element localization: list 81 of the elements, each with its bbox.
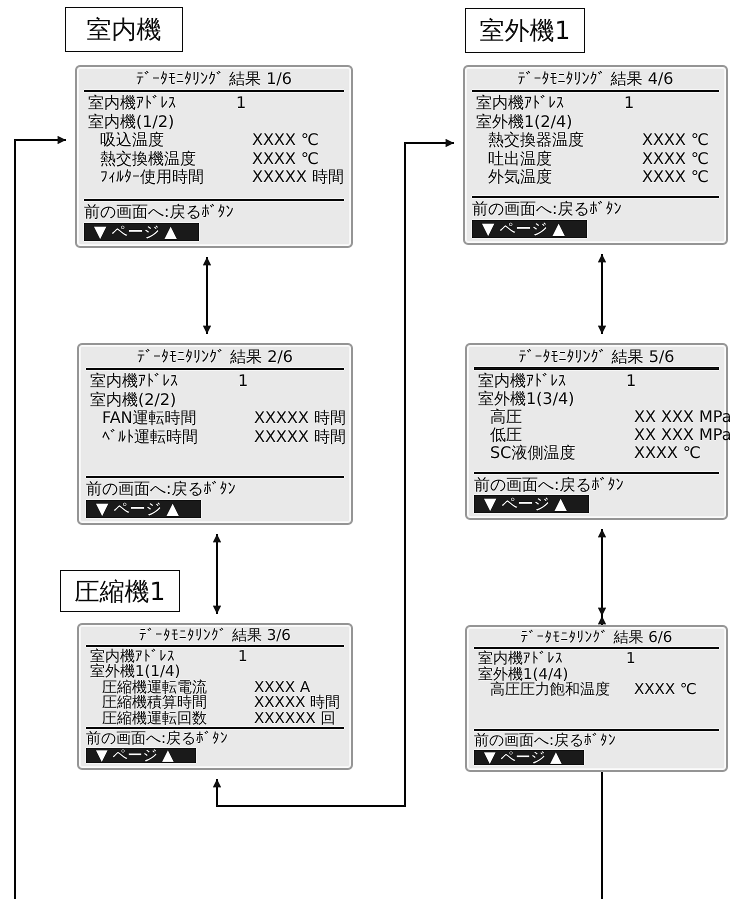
page-button: ▼ ページ ▲ <box>86 500 201 518</box>
section-heading: 室内機(1/2) <box>88 112 174 131</box>
page-button: ▼ ページ ▲ <box>86 748 196 763</box>
item-value: XX XXX MPa <box>634 426 730 444</box>
item-value: XXXX ℃ <box>634 444 701 462</box>
item-value: 1 <box>236 94 246 112</box>
footer-text: 前の画面へ:戻るﾎﾞﾀﾝ <box>474 733 618 748</box>
section-label-box: 室外機1 <box>465 8 585 53</box>
double-arrow <box>212 534 222 614</box>
section-heading: 室外機1(2/4) <box>476 112 572 131</box>
item-label: 吸込温度 <box>100 131 165 150</box>
display-screen <box>75 65 353 248</box>
item-value: 1 <box>626 372 636 390</box>
item-label: 圧縮機運転回数 <box>102 710 208 726</box>
double-arrow <box>598 254 606 334</box>
screen-title: ﾃﾞｰﾀﾓﾆﾀﾘﾝｸﾞ 結果 1/6 <box>136 70 292 88</box>
arrow <box>14 136 66 899</box>
footer-text: 前の画面へ:戻るﾎﾞﾀﾝ <box>86 731 230 746</box>
section-heading: 室外機1(4/4) <box>478 666 568 682</box>
item-label: 室内機ｱﾄﾞﾚｽ <box>90 372 179 390</box>
item-label: 室内機ｱﾄﾞﾚｽ <box>478 372 567 390</box>
page-button: ▼ ページ ▲ <box>472 220 587 238</box>
display-screen <box>77 343 353 525</box>
screen-title: ﾃﾞｰﾀﾓﾆﾀﾘﾝｸﾞ 結果 5/6 <box>518 348 674 366</box>
footer-text: 前の画面へ:戻るﾎﾞﾀﾝ <box>84 203 234 222</box>
display-screen <box>465 343 728 520</box>
item-label: 圧縮機運転電流 <box>102 680 208 695</box>
item-value: XXXXX 時間 <box>254 695 340 710</box>
item-label: FAN運転時間 <box>102 409 198 428</box>
screen-title: ﾃﾞｰﾀﾓﾆﾀﾘﾝｸﾞ 結果 6/6 <box>520 630 672 646</box>
item-label: 室内機ｱﾄﾞﾚｽ <box>478 651 564 666</box>
page-button: ▼ ページ ▲ <box>474 750 584 765</box>
screen-title: ﾃﾞｰﾀﾓﾆﾀﾘﾝｸﾞ 結果 2/6 <box>137 348 293 366</box>
item-label: ﾌｨﾙﾀｰ使用時間 <box>100 168 205 186</box>
item-value: XXXX ℃ <box>252 131 319 150</box>
item-value: XXXX ℃ <box>642 150 709 168</box>
footer-text: 前の画面へ:戻るﾎﾞﾀﾝ <box>472 200 622 218</box>
item-value: XXXX ℃ <box>252 150 319 168</box>
item-label: 高圧圧力飽和温度 <box>490 682 611 698</box>
item-value: 1 <box>238 372 248 390</box>
page-button: ▼ ページ ▲ <box>84 222 199 241</box>
item-value: XXXXX 時間 <box>254 428 346 446</box>
item-label: 高圧 <box>490 408 523 426</box>
item-label: 室内機ｱﾄﾞﾚｽ <box>88 94 177 112</box>
display-screen <box>465 625 728 772</box>
display-screen <box>463 65 728 245</box>
screen-title: ﾃﾞｰﾀﾓﾆﾀﾘﾝｸﾞ 結果 4/6 <box>518 70 674 88</box>
item-value: XX XXX MPa <box>634 408 730 426</box>
double-arrow <box>598 529 606 616</box>
item-label: 室内機ｱﾄﾞﾚｽ <box>90 648 176 664</box>
item-label: 圧縮機積算時間 <box>102 695 208 710</box>
item-value: XXXXX 時間 <box>254 409 346 428</box>
double-arrow <box>212 138 454 807</box>
item-label: 吐出温度 <box>488 150 553 168</box>
double-arrow <box>202 257 212 334</box>
item-value: XXXXXX 回 <box>254 710 336 726</box>
page-button: ▼ ページ ▲ <box>474 495 589 513</box>
item-value: XXXX ℃ <box>634 682 697 698</box>
item-label: ﾍﾞﾙﾄ運転時間 <box>102 428 199 446</box>
section-label-box: 室内機 <box>65 7 183 52</box>
item-label: 低圧 <box>490 426 523 444</box>
item-label: 室内機ｱﾄﾞﾚｽ <box>476 94 565 112</box>
section-heading: 室内機(2/2) <box>90 390 176 409</box>
item-value: 1 <box>626 651 636 666</box>
item-label: 外気温度 <box>488 168 553 186</box>
item-value: 1 <box>624 94 634 112</box>
footer-text: 前の画面へ:戻るﾎﾞﾀﾝ <box>474 476 624 494</box>
section-label-box: 圧縮機1 <box>60 570 180 612</box>
section-heading: 室外機1(3/4) <box>478 390 574 408</box>
display-screen <box>77 623 353 770</box>
item-value: XXXX ℃ <box>642 168 709 186</box>
footer-text: 前の画面へ:戻るﾎﾞﾀﾝ <box>86 480 236 498</box>
item-value: XXXXX 時間 <box>252 168 344 186</box>
item-value: XXXX ℃ <box>642 131 709 150</box>
item-label: 熱交換器温度 <box>488 131 585 150</box>
item-value: 1 <box>238 648 248 664</box>
item-value: XXXX A <box>254 680 310 695</box>
screen-title: ﾃﾞｰﾀﾓﾆﾀﾘﾝｸﾞ 結果 3/6 <box>139 628 291 644</box>
section-heading: 室外機1(1/4) <box>90 664 180 680</box>
item-label: SC液側温度 <box>490 444 576 462</box>
item-label: 熱交換機温度 <box>100 150 197 168</box>
